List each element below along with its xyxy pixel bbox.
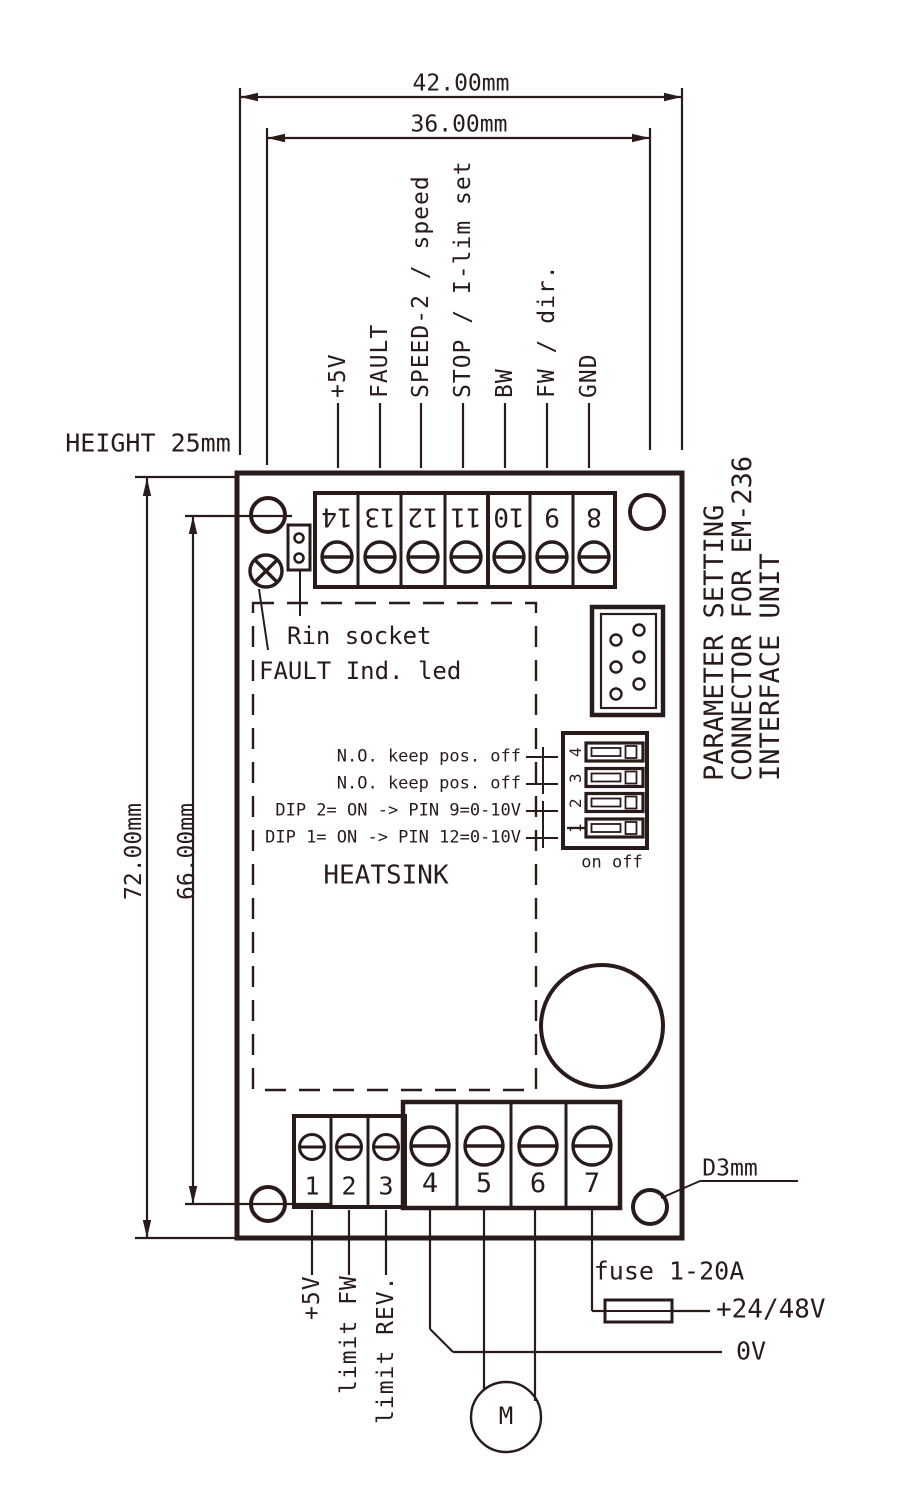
top-pin-label-10: BW xyxy=(491,368,518,398)
top-terminal-number: 12 xyxy=(407,501,439,532)
dip-number-2: 2 xyxy=(566,797,585,808)
heatsink-label: HEATSINK xyxy=(323,860,449,891)
top-pin-leader-lines xyxy=(336,403,591,468)
dip-note-4: N.O. keep pos. off xyxy=(336,746,521,767)
top-terminal-number: 9 xyxy=(544,501,560,532)
bottom-terminal-number: 2 xyxy=(341,1171,357,1201)
fuse-label: fuse 1-20A xyxy=(593,1256,745,1286)
bottom-pin-label-2: limit FW xyxy=(336,1275,362,1394)
top-pin-label-8: GND xyxy=(575,353,602,398)
dimension-arrowheads xyxy=(142,92,682,1238)
bottom-wiring-lines xyxy=(310,1210,722,1401)
dip-number-3: 3 xyxy=(566,772,585,783)
mounting-holes xyxy=(249,493,669,1226)
rin-socket-label: Rin socket xyxy=(287,621,432,650)
fault-led-icon xyxy=(248,553,284,589)
rin-socket-icon xyxy=(286,523,312,572)
bottom-terminal-number: 7 xyxy=(583,1168,601,1200)
bottom-terminal-number: 6 xyxy=(529,1168,547,1200)
board-height-note: HEIGHT 25mm xyxy=(65,428,231,458)
motor-symbol xyxy=(469,1380,543,1454)
screw-terminal-icons-top xyxy=(320,540,611,574)
bottom-terminal-number: 1 xyxy=(304,1171,320,1201)
dimension-width-outer: 42.00mm xyxy=(412,70,510,97)
hole-diameter-label: D3mm xyxy=(702,1155,758,1182)
screw-terminal-icons-bottom xyxy=(298,1133,400,1161)
dimension-height-outer: 72.00mm xyxy=(120,803,147,900)
dip-note-leader-lines xyxy=(526,747,558,848)
dip-number-4: 4 xyxy=(566,747,585,757)
terminal-block-top xyxy=(313,491,617,589)
terminal-block-bottom xyxy=(292,1099,623,1211)
top-terminal-number: 8 xyxy=(586,501,602,532)
supply-label: +24/48V xyxy=(716,1294,826,1325)
bottom-terminal-number: 3 xyxy=(378,1171,394,1201)
bottom-pin-label-1: +5V xyxy=(299,1275,325,1320)
top-pin-label-11: STOP / I-lim set xyxy=(449,160,476,398)
dimension-height-inner: 66.00mm xyxy=(173,803,200,900)
dimension-width-inner: 36.00mm xyxy=(410,111,508,138)
heatsink-outline xyxy=(251,601,538,1092)
dip-switch-icon xyxy=(561,731,649,850)
top-pin-label-9: FW / dir. xyxy=(533,264,560,398)
hole-diameter-leader xyxy=(660,1180,798,1199)
top-terminal-number: 13 xyxy=(364,501,396,532)
mounting-hole-bottom-left xyxy=(249,1185,287,1223)
bottom-terminal-number: 5 xyxy=(475,1168,493,1200)
fuse-symbol xyxy=(603,1298,674,1324)
bottom-pin-label-3: limit REV. xyxy=(373,1275,399,1424)
motor-label: M xyxy=(498,1401,514,1430)
mounting-hole-top-left xyxy=(249,496,287,534)
annotation-leader-lines xyxy=(258,570,301,651)
title-line-1: PARAMETER SETTING xyxy=(699,504,730,781)
title-line-2: CONNECTOR FOR EM-236 xyxy=(727,455,758,781)
top-pin-label-13: FAULT xyxy=(366,323,393,398)
dip-note-1: DIP 1= ON -> PIN 12=0-10V xyxy=(265,827,521,848)
top-pin-label-14: +5V xyxy=(324,353,351,398)
top-terminal-number: 10 xyxy=(493,501,525,532)
bottom-terminal-number: 4 xyxy=(421,1168,439,1200)
top-terminal-number: 14 xyxy=(321,501,353,532)
dip-number-1: 1 xyxy=(566,823,585,833)
fault-led-label: FAULT Ind. led xyxy=(259,656,462,685)
capacitor-circle xyxy=(539,963,665,1089)
board-outline xyxy=(234,470,685,1241)
top-terminal-number: 11 xyxy=(450,501,482,532)
top-pin-label-12: SPEED-2 / speed xyxy=(407,175,434,398)
dip-on-off-label: on off xyxy=(581,852,643,873)
dip-note-3: N.O. keep pos. off xyxy=(336,773,521,794)
dip-note-2: DIP 2= ON -> PIN 9=0-10V xyxy=(275,800,521,821)
dimension-lines xyxy=(135,88,684,1240)
mounting-hole-bottom-right xyxy=(631,1188,669,1226)
parameter-connector-icon xyxy=(589,604,666,718)
ground-label: 0V xyxy=(736,1336,767,1366)
title-line-3: INTERFACE UNIT xyxy=(755,553,786,781)
mounting-hole-top-right xyxy=(628,493,666,531)
